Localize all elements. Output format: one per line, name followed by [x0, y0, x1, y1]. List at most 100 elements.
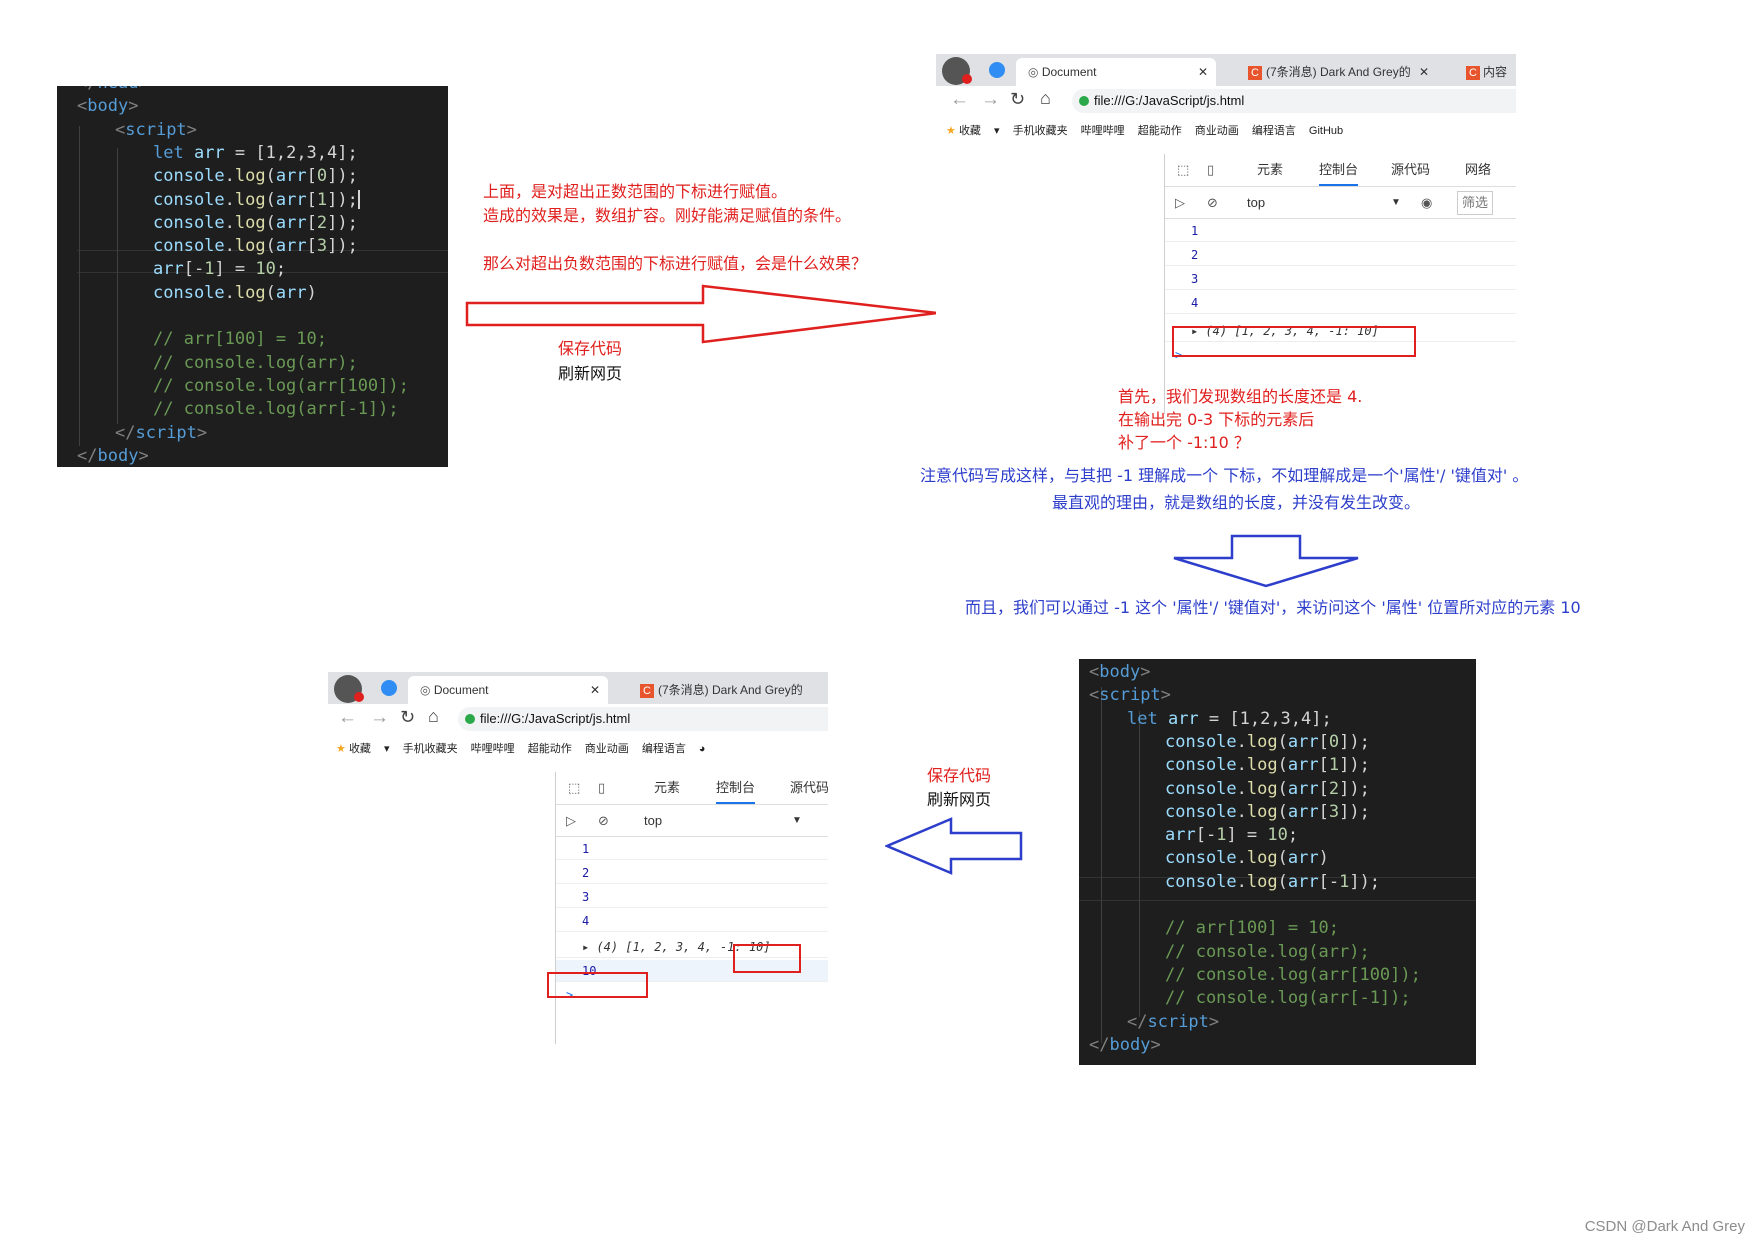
tab-console[interactable]: 控制台 — [1319, 154, 1359, 186]
code-line: console.log(arr[1]); — [1165, 755, 1370, 776]
code-line: let arr = [1,2,3,4]; — [153, 142, 358, 163]
chevron-down-icon[interactable]: ▼ — [1391, 197, 1401, 208]
reload-icon[interactable]: ↻ — [1010, 89, 1026, 109]
array-pair-text: -1: 10] — [720, 940, 771, 954]
tab-sources[interactable]: 源代码 — [790, 780, 828, 795]
bookmark-animation[interactable]: 商业动画 — [1194, 125, 1239, 137]
telegram-icon[interactable] — [989, 62, 1005, 78]
red-arrow-right-icon — [465, 284, 938, 344]
tab-elements[interactable]: 元素 — [1257, 162, 1284, 177]
close-icon[interactable]: ✕ — [1197, 65, 1208, 79]
tab-sources[interactable]: 源代码 — [1391, 162, 1431, 177]
secure-icon — [465, 714, 475, 724]
clear-console-icon[interactable]: ⊘ — [598, 813, 609, 828]
notification-badge-icon — [354, 692, 364, 702]
tab-console[interactable]: 控制台 — [716, 772, 756, 804]
note-property-explanation: 注意代码写成这样，与其把 -1 理解成一个 下标，不如理解成是一个'属性'/ '… — [920, 466, 1529, 485]
bookmark-bilibili[interactable]: 哔哩哔哩 — [1080, 125, 1125, 137]
note-extra-pair: 补了一个 -1:10 ？ — [1118, 433, 1250, 452]
bookmark-action[interactable]: 超能动作 — [1137, 125, 1182, 137]
browser-window-bottom: ◎ Document ✕ C(7条消息) Dark And Grey的 ← → … — [328, 672, 828, 1044]
indent-guide — [1139, 711, 1140, 1017]
device-icon[interactable]: ▯ — [598, 780, 606, 795]
note-access-property: 而且，我们可以通过 -1 这个 '属性'/ '键值对'，来访问这个 '属性' 位… — [965, 598, 1581, 617]
back-icon[interactable]: ← — [950, 89, 969, 110]
device-icon[interactable]: ▯ — [1207, 162, 1215, 177]
inspect-icon[interactable]: ⬚ — [568, 780, 581, 795]
context-select[interactable]: top — [644, 813, 663, 828]
console-log-line: 3 — [556, 886, 828, 908]
watermark: CSDN @Dark And Grey — [1584, 1218, 1745, 1235]
code-line: console.log(arr[1]); — [153, 189, 360, 210]
secure-icon — [1079, 96, 1089, 106]
github-icon[interactable]: ◕ — [698, 743, 706, 755]
close-icon[interactable]: ✕ — [1418, 65, 1429, 79]
code-line: console.log(arr[2]); — [1165, 778, 1370, 799]
code-line: // console.log(arr); — [153, 352, 358, 373]
inspect-icon[interactable]: ⬚ — [1177, 162, 1190, 177]
url-field[interactable]: file:///G:/JavaScript/js.html — [458, 707, 828, 731]
code-line: arr[-1] = 10; — [153, 259, 287, 280]
chevron-down-icon[interactable]: ▼ — [792, 815, 802, 826]
code-line: // console.log(arr[100]); — [1165, 964, 1421, 985]
bookmark-favorites[interactable]: ★ 收藏 ▾ — [946, 125, 1000, 137]
devtools-tabs: ⬚ ▯ 元素 控制台 源代码 — [556, 772, 828, 805]
tab-document[interactable]: ◎ Document ✕ — [1016, 58, 1216, 86]
bookmark-favorites[interactable]: ★ 收藏 ▾ — [336, 743, 390, 755]
text-cursor — [357, 190, 360, 209]
code-line: console.log(arr) — [153, 282, 317, 303]
expand-triangle-icon[interactable]: ▸ — [1191, 324, 1206, 338]
context-select[interactable]: top — [1247, 195, 1266, 210]
console-toolbar: ▷ ⊘ top ▼ ◉ 筛选 — [1165, 188, 1516, 219]
url-field[interactable]: file:///G:/JavaScript/js.html — [1072, 89, 1516, 113]
sidebar-toggle-icon[interactable]: ▷ — [566, 813, 576, 828]
clear-console-icon[interactable]: ⊘ — [1207, 195, 1218, 210]
address-bar-row: ← → ↻ ⌂ file:///G:/JavaScript/js.html — [936, 86, 1516, 116]
reload-icon[interactable]: ↻ — [400, 707, 416, 727]
console-prompt[interactable]: > — [566, 988, 574, 1002]
back-icon[interactable]: ← — [338, 707, 357, 728]
tab-elements[interactable]: 元素 — [654, 780, 681, 795]
telegram-icon[interactable] — [381, 680, 397, 696]
tab-csdn[interactable]: C(7条消息) Dark And Grey的 — [640, 676, 828, 704]
bookmark-mobile[interactable]: 手机收藏夹 — [1012, 125, 1068, 137]
notification-badge-icon — [962, 74, 972, 84]
bookmark-github[interactable]: GitHub — [1308, 125, 1344, 137]
code-line: console.log(arr[0]); — [153, 166, 358, 187]
close-icon[interactable]: ✕ — [589, 683, 600, 697]
forward-icon[interactable]: → — [370, 707, 389, 728]
bookmarks-bar: ★ 收藏 ▾ 手机收藏夹 哔哩哔哩 超能动作 商业动画 编程语言 GitHub — [936, 118, 1516, 144]
bookmark-action[interactable]: 超能动作 — [527, 743, 572, 755]
bookmark-bilibili[interactable]: 哔哩哔哩 — [470, 743, 515, 755]
bookmark-programming[interactable]: 编程语言 — [1251, 125, 1296, 137]
console-log-line: 4 — [1165, 292, 1516, 314]
tab-label: 内容 — [1483, 65, 1508, 79]
highlight-box-ten — [547, 972, 648, 998]
console-log-line: 2 — [1165, 244, 1516, 266]
console-extra-output: 10 — [556, 960, 828, 982]
code-editor-top: </head><body><script>let arr = [1,2,3,4]… — [57, 86, 448, 467]
home-icon[interactable]: ⌂ — [428, 706, 439, 726]
bookmark-mobile[interactable]: 手机收藏夹 — [402, 743, 458, 755]
code-line: console.log(arr[-1]); — [1165, 871, 1381, 892]
tab-csdn[interactable]: C(7条消息) Dark And Grey的 ✕ — [1248, 58, 1433, 86]
tab-network[interactable]: 网络 — [1465, 162, 1492, 177]
tab-document[interactable]: ◎ Document ✕ — [408, 676, 608, 704]
home-icon[interactable]: ⌂ — [1040, 88, 1051, 108]
code-line: // console.log(arr[100]); — [153, 375, 409, 396]
indent-guide — [79, 126, 80, 446]
note-positive-index: 上面，是对超出正数范围的下标进行赋值。 — [483, 182, 788, 201]
bookmark-programming[interactable]: 编程语言 — [641, 743, 686, 755]
eye-icon[interactable]: ◉ — [1421, 195, 1433, 210]
sidebar-toggle-icon[interactable]: ▷ — [1175, 195, 1185, 210]
code-line: </head> — [77, 86, 149, 95]
filter-input[interactable]: 筛选 — [1457, 191, 1494, 215]
code-line: console.log(arr[3]); — [1165, 801, 1370, 822]
forward-icon[interactable]: → — [981, 89, 1000, 110]
bookmark-animation[interactable]: 商业动画 — [584, 743, 629, 755]
expand-triangle-icon[interactable]: ▸ — [582, 940, 597, 954]
csdn-icon: C — [1466, 66, 1480, 80]
console-array-output[interactable]: ▸ (4) [1, 2, 3, 4,-1: 10] — [556, 936, 828, 958]
code-line: // arr[100] = 10; — [153, 329, 327, 350]
